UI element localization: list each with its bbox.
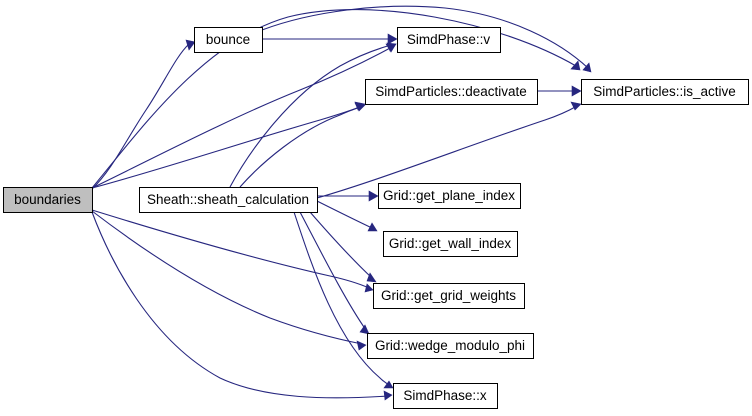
arrowhead-icon [185,39,196,51]
arrowhead-icon [366,272,377,283]
edge-bounce-to-simdphase_v [262,33,398,45]
arrowhead-icon [364,283,374,293]
edge-line [91,209,370,289]
edge-line [229,44,392,188]
node-box[interactable] [139,187,318,213]
edge-line [91,43,190,190]
edge-sheath-to-get_plane_index [317,190,379,202]
node-label: Grid::get_wall_index [389,236,512,251]
node-boundaries[interactable]: boundaries [3,187,93,213]
node-simdphase_v[interactable]: SimdPhase::v [397,27,501,53]
edge-line [91,211,389,399]
edge-line [91,210,363,345]
node-box[interactable] [397,27,501,53]
arrowhead-icon [570,60,581,71]
edge-line [293,211,390,386]
edge-line [316,105,578,199]
arrowhead-icon [354,102,366,112]
edge-boundaries-to-bounce [91,39,196,190]
arrowhead-icon [368,190,379,202]
edge-sheath-to-simdphase_x [293,211,394,389]
edge-sheath-to-get_wall_index [316,200,378,232]
edge-sheath-to-simdphase_v [229,42,397,188]
node-bounce[interactable]: bounce [194,27,263,53]
node-label: Sheath::sheath_calculation [147,192,309,207]
edge-bounce-to-is_active [261,5,592,73]
node-box[interactable] [373,283,525,309]
node-get_wall_index[interactable]: Grid::get_wall_index [383,231,518,257]
node-simdphase_x[interactable]: SimdPhase::x [393,383,498,409]
arrowhead-icon [383,380,394,389]
node-box[interactable] [365,79,538,105]
arrowhead-icon [387,33,398,45]
node-box[interactable] [581,79,749,105]
edge-boundaries-to-wedge_modulo_phi [91,210,367,351]
node-label: Grid::wedge_modulo_phi [375,338,525,353]
node-get_grid_weights[interactable]: Grid::get_grid_weights [373,283,525,309]
node-box[interactable] [367,333,534,359]
node-label: Grid::get_grid_weights [381,288,516,303]
node-label: Grid::get_plane_index [383,188,515,203]
edge-line [309,211,373,279]
edges-layer [91,5,592,401]
node-wedge_modulo_phi[interactable]: Grid::wedge_modulo_phi [367,333,534,359]
arrowhead-icon [570,101,582,111]
node-label: SimdParticles::is_active [593,84,736,99]
edge-boundaries-to-simdphase_x [91,211,393,401]
node-box[interactable] [378,183,521,209]
node-box[interactable] [393,383,498,409]
arrowhead-icon [356,340,367,351]
arrowhead-icon [383,390,393,401]
node-is_active[interactable]: SimdParticles::is_active [581,79,749,105]
edge-boundaries-to-simdphase_v [91,43,397,189]
edge-sheath-to-get_grid_weights [309,211,377,283]
nodes-layer: boundaries bounceSheath::sheath_calculati… [3,27,749,409]
edge-sheath-to-wedge_modulo_phi [299,211,370,335]
edge-line [299,211,367,331]
node-label: bounce [206,32,250,47]
node-label: boundaries [14,192,81,207]
node-get_plane_index[interactable]: Grid::get_plane_index [378,183,521,209]
node-deactivate[interactable]: SimdParticles::deactivate [365,79,538,105]
arrowhead-icon [582,62,592,73]
edge-line [316,200,373,229]
edge-sheath-to-deactivate [239,102,366,188]
edge-line [261,5,589,69]
edge-line [91,105,363,189]
edge-line [239,106,363,188]
arrowhead-icon [367,222,378,232]
edge-boundaries-to-get_grid_weights [91,209,374,293]
arrowhead-icon [359,324,370,335]
edge-boundaries-to-deactivate [91,101,366,189]
edge-sheath-to-is_active [316,101,582,199]
node-box[interactable] [194,27,263,53]
node-sheath[interactable]: Sheath::sheath_calculation [139,187,318,213]
node-label: SimdParticles::deactivate [375,84,527,99]
node-label: SimdPhase::v [407,32,491,47]
node-label: SimdPhase::x [403,388,487,403]
node-box[interactable] [383,231,518,257]
edge-deactivate-to-is_active [537,85,582,97]
arrowhead-icon [571,85,582,97]
arrowhead-icon [386,42,397,52]
edge-line [91,46,393,189]
node-box[interactable] [3,187,93,213]
